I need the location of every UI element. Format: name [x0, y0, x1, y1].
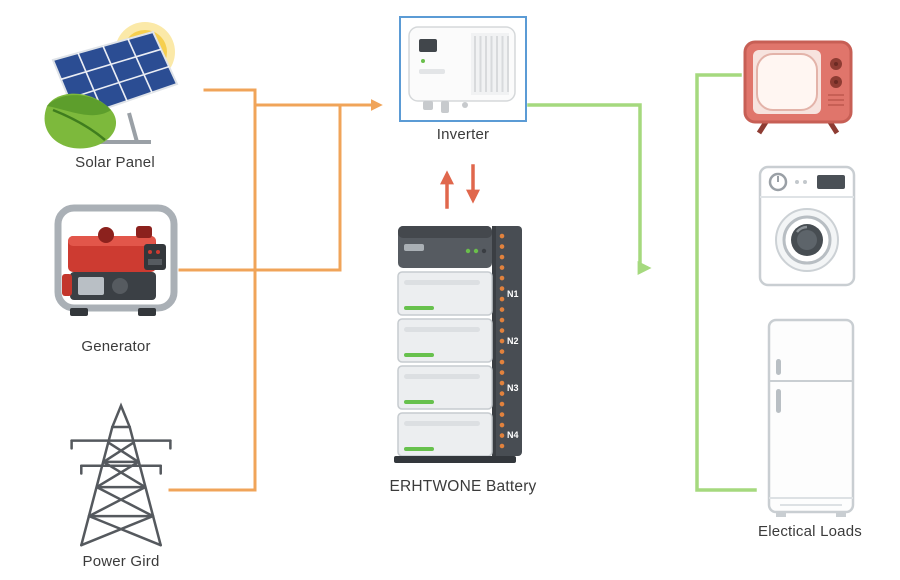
status-led — [421, 59, 425, 63]
leaf-icon — [44, 93, 117, 149]
fuel-cap — [136, 226, 152, 238]
fridge-foot — [836, 512, 846, 517]
fridge-handle — [776, 389, 781, 413]
tv-speaker-slits — [828, 94, 844, 106]
battery-label: ERHTWONE Battery — [389, 478, 537, 495]
status-led — [481, 248, 487, 254]
inverter-port — [441, 101, 449, 113]
loads-distribution-line — [695, 73, 757, 492]
inverter-port — [423, 101, 433, 110]
refrigerator-icon — [767, 318, 855, 517]
battery-module-2 — [397, 318, 493, 363]
inverter-display — [419, 39, 437, 52]
battery-rail — [492, 226, 522, 456]
washing-machine-icon — [758, 165, 856, 287]
battery-module-1 — [397, 271, 493, 316]
tv-leg — [827, 120, 840, 135]
battery-node: N1 N2 N3 N4 ERHTWONE Battery — [388, 220, 538, 496]
generator-knob — [98, 227, 114, 243]
vent-slots — [474, 36, 509, 92]
inverter-port — [462, 102, 468, 108]
washing-machine-node — [757, 164, 857, 288]
power-grid-node: Power Gird — [58, 398, 184, 570]
status-led — [465, 248, 471, 254]
power-grid-label: Power Gird — [82, 553, 160, 570]
module-label-n1: N1 — [507, 289, 519, 299]
inverter-label: Inverter — [436, 126, 490, 143]
solar-panel-label: Solar Panel — [75, 154, 155, 171]
washer-display — [817, 175, 845, 189]
inverter-icon — [408, 26, 516, 113]
refrigerator-node — [764, 317, 858, 519]
generator-label: Generator — [81, 338, 151, 355]
generator-foot — [138, 308, 156, 316]
generator-frame — [54, 204, 178, 312]
status-led — [473, 248, 479, 254]
inverter-node — [399, 16, 527, 122]
battery-logo — [404, 244, 424, 251]
solar-panel-icon — [44, 22, 179, 149]
fridge-foot — [776, 512, 786, 517]
module-label-n3: N3 — [507, 383, 519, 393]
inverter-to-loads-arrow — [527, 103, 652, 275]
generator-node: Generator — [46, 202, 186, 355]
solar-panel-node: Solar Panel — [38, 18, 192, 171]
control-panel — [144, 244, 166, 270]
tv-node — [742, 37, 856, 135]
tv-leg — [756, 120, 769, 135]
fridge-body — [767, 318, 855, 514]
module-label-n2: N2 — [507, 336, 519, 346]
battery-tower-icon: N1 N2 N3 N4 — [394, 226, 522, 463]
generator-foot — [70, 308, 88, 316]
freezer-handle — [776, 359, 781, 375]
generator-icon — [54, 204, 178, 316]
module-label-n4: N4 — [507, 430, 519, 440]
power-grid-tower-icon — [70, 402, 172, 547]
generator-to-inverter-line — [178, 105, 342, 272]
battery-module-4 — [397, 412, 493, 457]
electrical-loads-label: Electical Loads — [758, 523, 862, 540]
tv-icon — [743, 40, 853, 135]
tv-screen — [756, 53, 818, 111]
battery-base — [394, 456, 516, 463]
battery-module-3 — [397, 365, 493, 410]
